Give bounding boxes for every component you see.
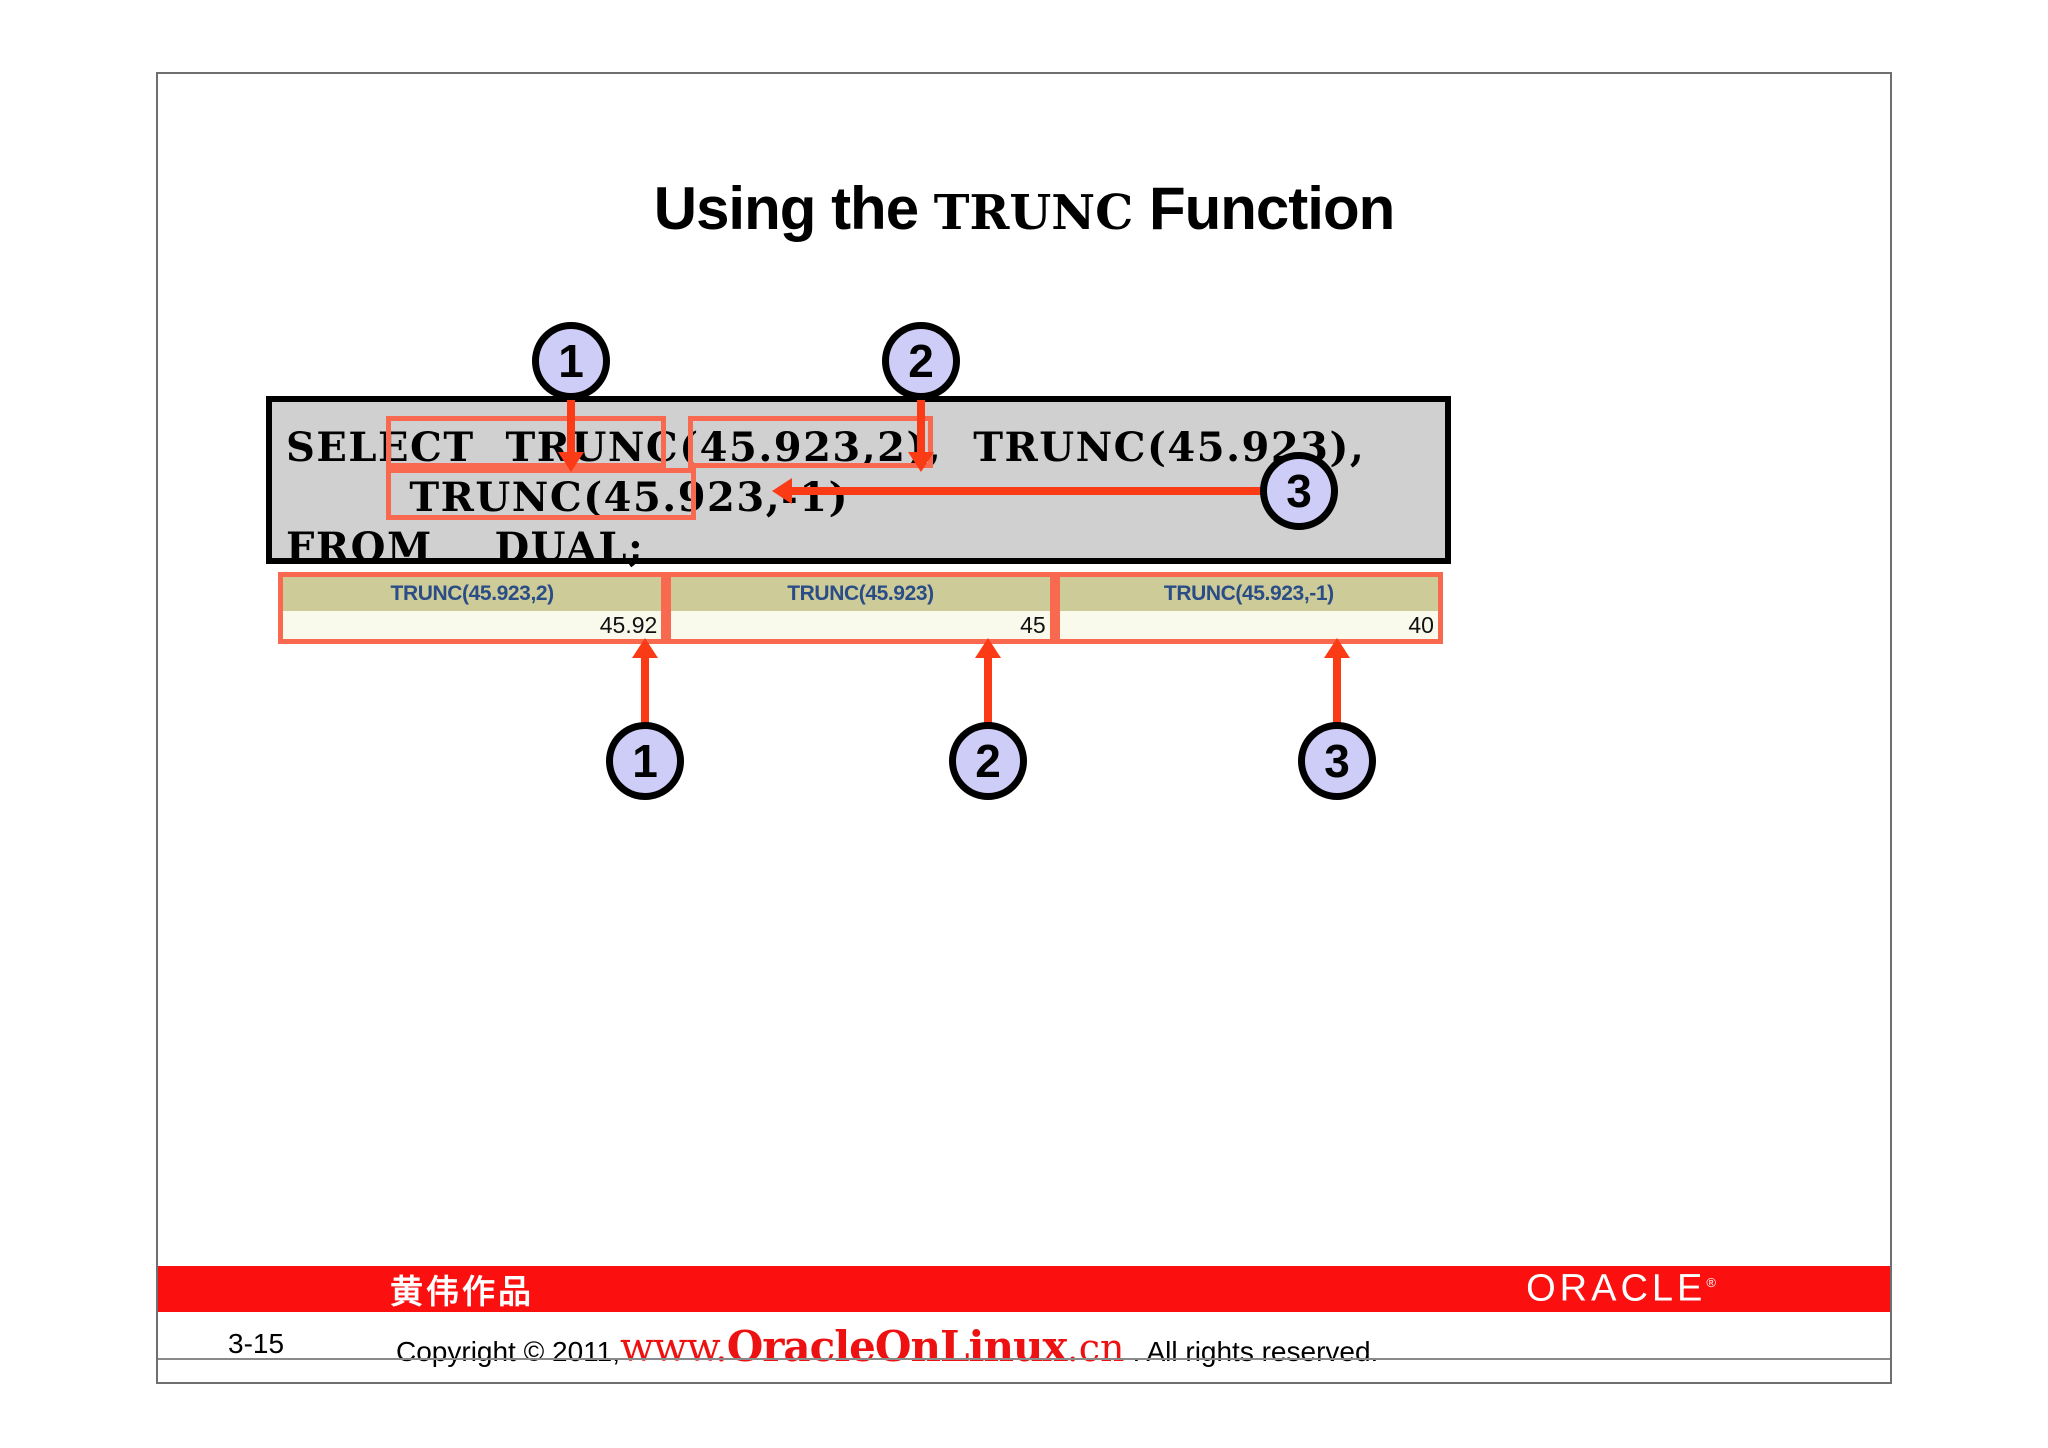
oracle-logo-text: ORACLE	[1526, 1267, 1707, 1310]
sql-code-block: SELECT TRUNC(45.923,2), TRUNC(45.923), T…	[266, 396, 1451, 571]
callout-3-bottom-arrow-head	[1324, 638, 1350, 658]
result-column-2: TRUNC(45.923) 45	[666, 572, 1055, 644]
copyright-line: Copyright © 2011, www.OracleOnLinux.cn. …	[396, 1322, 1378, 1371]
result-column-1: TRUNC(45.923,2) 45.92	[278, 572, 667, 644]
callout-3-bottom-line	[1333, 656, 1341, 726]
site-brand: OracleOnLinux	[726, 1322, 1068, 1371]
callout-badge-1-top-label: 1	[558, 335, 584, 387]
oracle-registered-mark: ®	[1706, 1274, 1720, 1290]
callout-badge-3-top: 3	[1260, 452, 1338, 530]
title-code-token: TRUNC	[933, 185, 1134, 241]
callout-badge-2-top: 2	[882, 322, 960, 400]
callout-1-arrow-head	[558, 452, 584, 472]
callout-badge-3-bottom-label: 3	[1324, 735, 1350, 787]
result-value-1: 45.92	[283, 611, 662, 639]
result-table: TRUNC(45.923,2) 45.92 TRUNC(45.923) 45 T…	[278, 572, 1443, 644]
callout-badge-2-top-label: 2	[908, 335, 934, 387]
copyright-prefix: Copyright © 2011,	[396, 1336, 621, 1367]
page-title: Using the TRUNC Function	[158, 174, 1890, 243]
title-text-before: Using the	[653, 175, 934, 242]
callout-3-connector-line	[788, 487, 1263, 495]
code-highlight-trunc-2dp	[386, 416, 666, 468]
result-column-3: TRUNC(45.923,-1) 40	[1054, 572, 1443, 644]
callout-1-bottom-arrow-head	[632, 638, 658, 658]
site-tld: .cn	[1066, 1326, 1125, 1370]
footer-divider	[158, 1358, 1890, 1360]
result-value-2: 45	[671, 611, 1050, 639]
result-header-2: TRUNC(45.923)	[671, 577, 1050, 611]
callout-badge-2-bottom: 2	[949, 722, 1027, 800]
callout-badge-3-top-label: 3	[1286, 465, 1312, 517]
result-value-3: 40	[1059, 611, 1438, 639]
oracle-logo: ORACLE®	[1526, 1268, 1720, 1311]
page-number: 3-15	[228, 1328, 285, 1359]
callout-2-bottom-line	[984, 656, 992, 726]
callout-badge-3-bottom: 3	[1298, 722, 1376, 800]
sql-code-line-3: FROM DUAL;	[286, 524, 645, 571]
callout-2-connector-line	[917, 400, 925, 458]
code-highlight-trunc-neg1	[386, 468, 696, 520]
code-highlight-trunc-default	[688, 416, 933, 468]
footer-watermark: 黄伟作品	[390, 1272, 534, 1311]
slide-canvas: Using the TRUNC Function 1 2 3 SELECT TR…	[156, 72, 1892, 1384]
rights-text: . All rights reserved.	[1132, 1336, 1379, 1367]
result-header-1: TRUNC(45.923,2)	[283, 577, 662, 611]
callout-1-bottom-line	[641, 656, 649, 726]
title-text-after: Function	[1133, 175, 1395, 242]
callout-badge-2-bottom-label: 2	[975, 735, 1001, 787]
footer-red-bar: 黄伟作品 ORACLE®	[158, 1266, 1890, 1312]
footer-bar: 3-15 Copyright © 2011, www.OracleOnLinux…	[158, 1312, 1890, 1382]
result-header-3: TRUNC(45.923,-1)	[1059, 577, 1438, 611]
callout-2-bottom-arrow-head	[975, 638, 1001, 658]
callout-badge-1-bottom: 1	[606, 722, 684, 800]
callout-1-connector-line	[567, 400, 575, 458]
callout-badge-1-bottom-label: 1	[632, 735, 658, 787]
callout-badge-1-top: 1	[532, 322, 610, 400]
site-www: www.	[620, 1325, 728, 1371]
callout-2-arrow-head	[908, 452, 934, 472]
callout-3-arrow-head	[772, 478, 792, 504]
